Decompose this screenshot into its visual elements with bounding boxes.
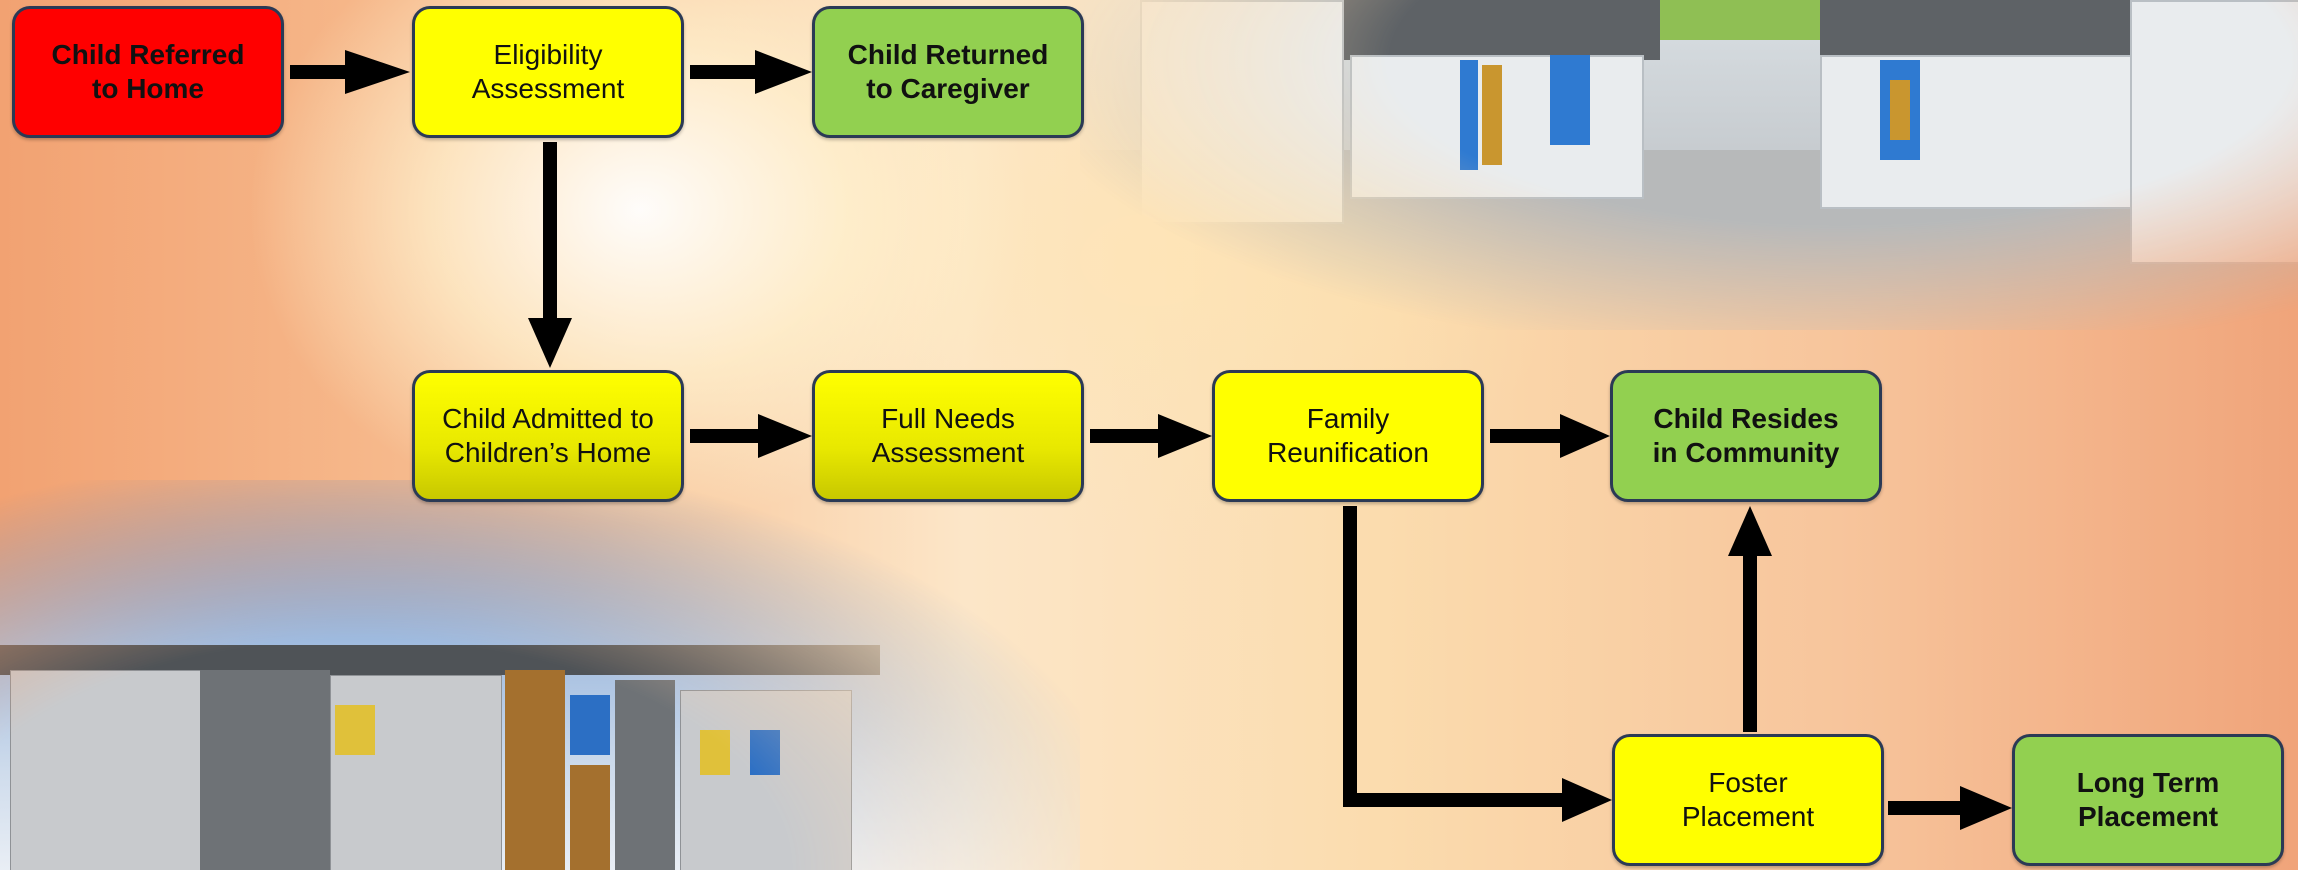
node-label: Family Reunification [1267, 403, 1429, 468]
node-long-term-placement: Long Term Placement [2012, 734, 2284, 866]
node-label: Child Returned to Caregiver [847, 39, 1049, 104]
node-label: Foster Placement [1681, 767, 1815, 832]
building-photo-top [1080, 0, 2298, 330]
node-full-needs-assessment: Full Needs Assessment [812, 370, 1084, 502]
node-label: Child Admitted to Children’s Home [442, 403, 654, 468]
node-eligibility-assessment: Eligibility Assessment [412, 6, 684, 138]
node-label: Child Referred to Home [51, 39, 245, 104]
node-child-returned: Child Returned to Caregiver [812, 6, 1084, 138]
node-label: Child Resides in Community [1652, 403, 1840, 468]
node-child-resides-community: Child Resides in Community [1610, 370, 1882, 502]
arrow-reunification-to-foster [1343, 506, 1562, 807]
node-label: Full Needs Assessment [871, 403, 1025, 468]
node-foster-placement: Foster Placement [1612, 734, 1884, 866]
node-label: Long Term Placement [2076, 767, 2220, 832]
node-label: Eligibility Assessment [471, 39, 625, 104]
node-family-reunification: Family Reunification [1212, 370, 1484, 502]
node-child-admitted: Child Admitted to Children’s Home [412, 370, 684, 502]
node-child-referred: Child Referred to Home [12, 6, 284, 138]
building-photo-bottom [0, 480, 1080, 870]
